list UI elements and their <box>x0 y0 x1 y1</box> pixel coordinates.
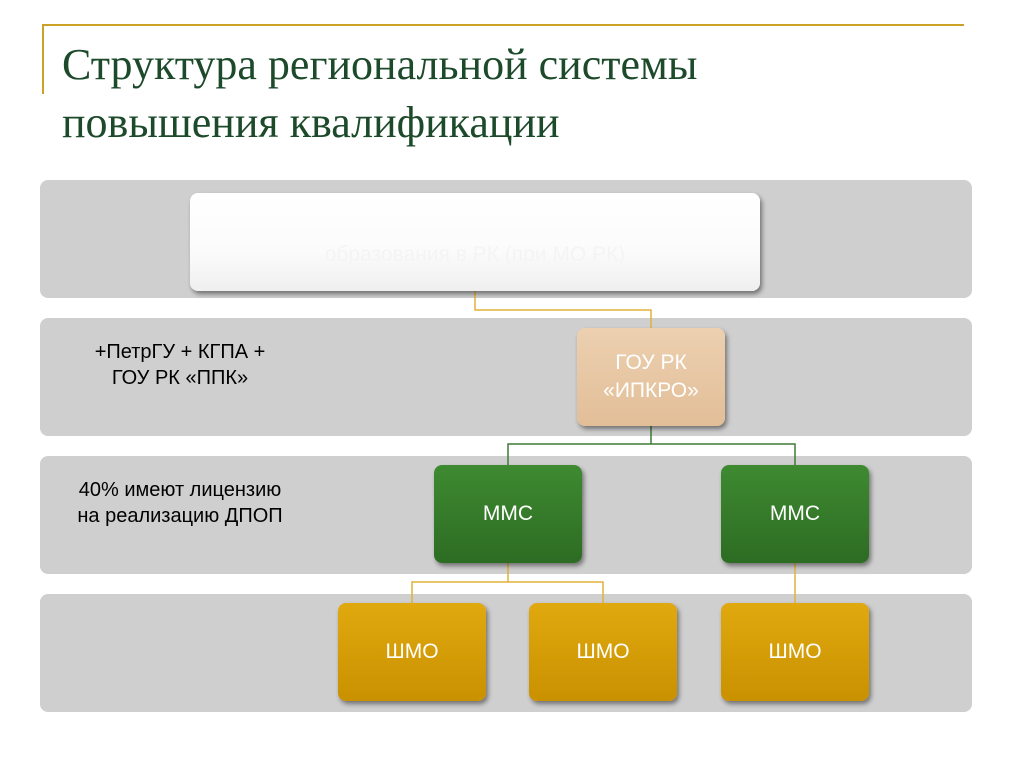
row3-note: 40% имеют лицензию на реализацию ДПОП <box>50 477 310 529</box>
row3-note-line-2: на реализацию ДПОП <box>77 505 283 527</box>
node-regional-education-body-label: образования в РК (при МО РК) <box>324 243 626 266</box>
row2-note: +ПетрГУ + КГПА + ГОУ РК «ППК» <box>60 339 300 391</box>
row2-note-line-1: +ПетрГУ + КГПА + <box>94 341 266 363</box>
node-shmo-3-label: ШМО <box>768 640 822 663</box>
node-regional-education-body: образования в РК (при МО РК) <box>190 193 760 291</box>
node-gou-rk-ipkro: ГОУ РК «ИПКРО» <box>577 328 725 426</box>
node-ipkro-line-1: ГОУ РК <box>615 351 687 374</box>
node-shmo-2: ШМО <box>529 603 677 701</box>
node-mms-1: ММС <box>434 465 582 563</box>
node-mms-2: ММС <box>721 465 869 563</box>
node-mms-2-label: ММС <box>769 502 821 525</box>
title-rule-left <box>42 24 44 94</box>
row-band-2 <box>40 318 972 436</box>
node-ipkro-line-2: «ИПКРО» <box>603 379 699 402</box>
node-mms-1-label: ММС <box>482 502 534 525</box>
slide-title-line-2: повышения квалификации <box>62 98 560 147</box>
row3-note-line-1: 40% имеют лицензию <box>78 479 282 501</box>
node-shmo-2-label: ШМО <box>576 640 630 663</box>
title-rule-top <box>42 24 964 26</box>
slide-title-line-1: Структура региональной системы <box>62 40 698 89</box>
node-shmo-3: ШМО <box>721 603 869 701</box>
slide-title: Структура региональной системы повышения… <box>62 36 982 152</box>
row2-note-line-2: ГОУ РК «ППК» <box>111 367 249 389</box>
node-shmo-1: ШМО <box>338 603 486 701</box>
node-shmo-1-label: ШМО <box>385 640 439 663</box>
